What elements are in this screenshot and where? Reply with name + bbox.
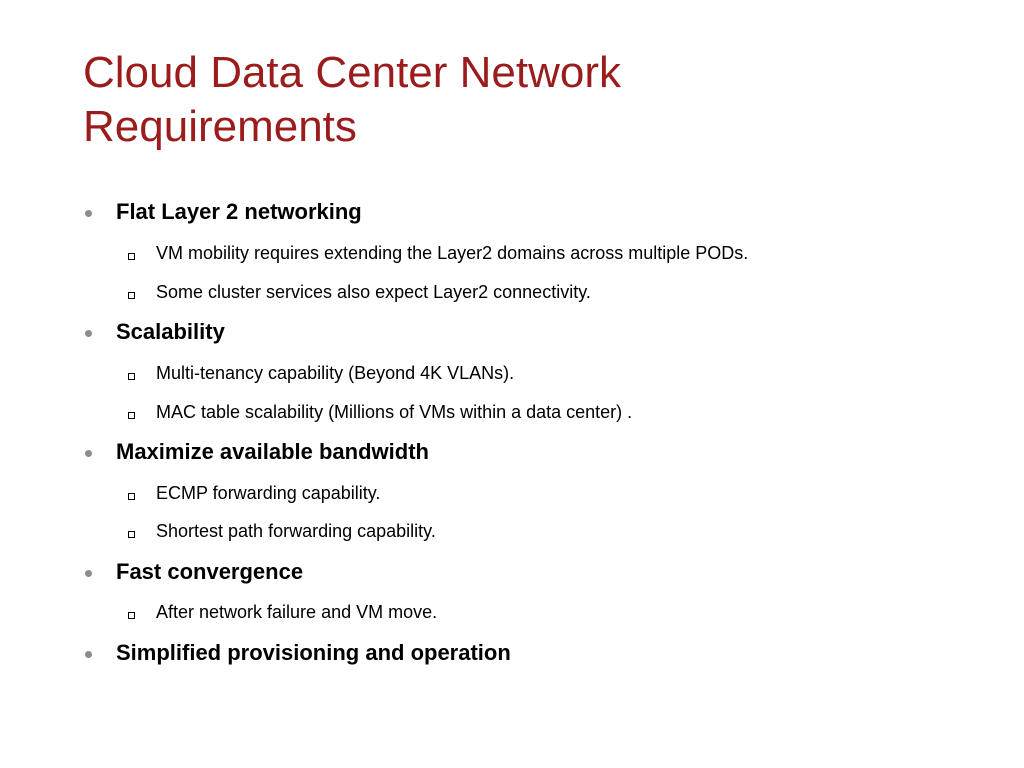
sub-bullet-item: After network failure and VM move.: [156, 602, 438, 622]
sub-bullet-item: Some cluster services also expect Layer2…: [156, 282, 591, 302]
sub-bullet-item: VM mobility requires extending the Layer…: [156, 243, 749, 263]
bullet-item-fast-convergence: Fast convergence: [116, 559, 304, 584]
bullet-item-simplified-provisioning: Simplified provisioning and operation: [116, 640, 511, 665]
sub-bullet-square-icon: [128, 253, 135, 260]
sub-bullet-square-icon: [128, 412, 135, 419]
bullet-dot-icon: [85, 210, 92, 217]
bullet-dot-icon: [85, 570, 92, 577]
sub-bullet-item: ECMP forwarding capability.: [156, 483, 381, 503]
sub-bullet-item: MAC table scalability (Millions of VMs w…: [156, 402, 633, 422]
bullet-item-scalability: Scalability: [116, 319, 225, 344]
sub-bullet-square-icon: [128, 373, 135, 380]
sub-bullet-square-icon: [128, 493, 135, 500]
bullet-item-maximize-bandwidth: Maximize available bandwidth: [116, 439, 429, 464]
slide-title-line-2: Requirements: [83, 102, 357, 151]
bullet-dot-icon: [85, 450, 92, 457]
sub-bullet-item: Multi-tenancy capability (Beyond 4K VLAN…: [156, 363, 515, 383]
sub-bullet-square-icon: [128, 531, 135, 538]
bullet-dot-icon: [85, 330, 92, 337]
bullet-dot-icon: [85, 651, 92, 658]
slide-title: Cloud Data Center Network Requirements: [83, 46, 983, 154]
sub-bullet-square-icon: [128, 612, 135, 619]
bullet-item-flat-layer-2: Flat Layer 2 networking: [116, 199, 362, 224]
slide-title-line-1: Cloud Data Center Network: [83, 48, 622, 97]
sub-bullet-item: Shortest path forwarding capability.: [156, 521, 436, 541]
sub-bullet-square-icon: [128, 292, 135, 299]
